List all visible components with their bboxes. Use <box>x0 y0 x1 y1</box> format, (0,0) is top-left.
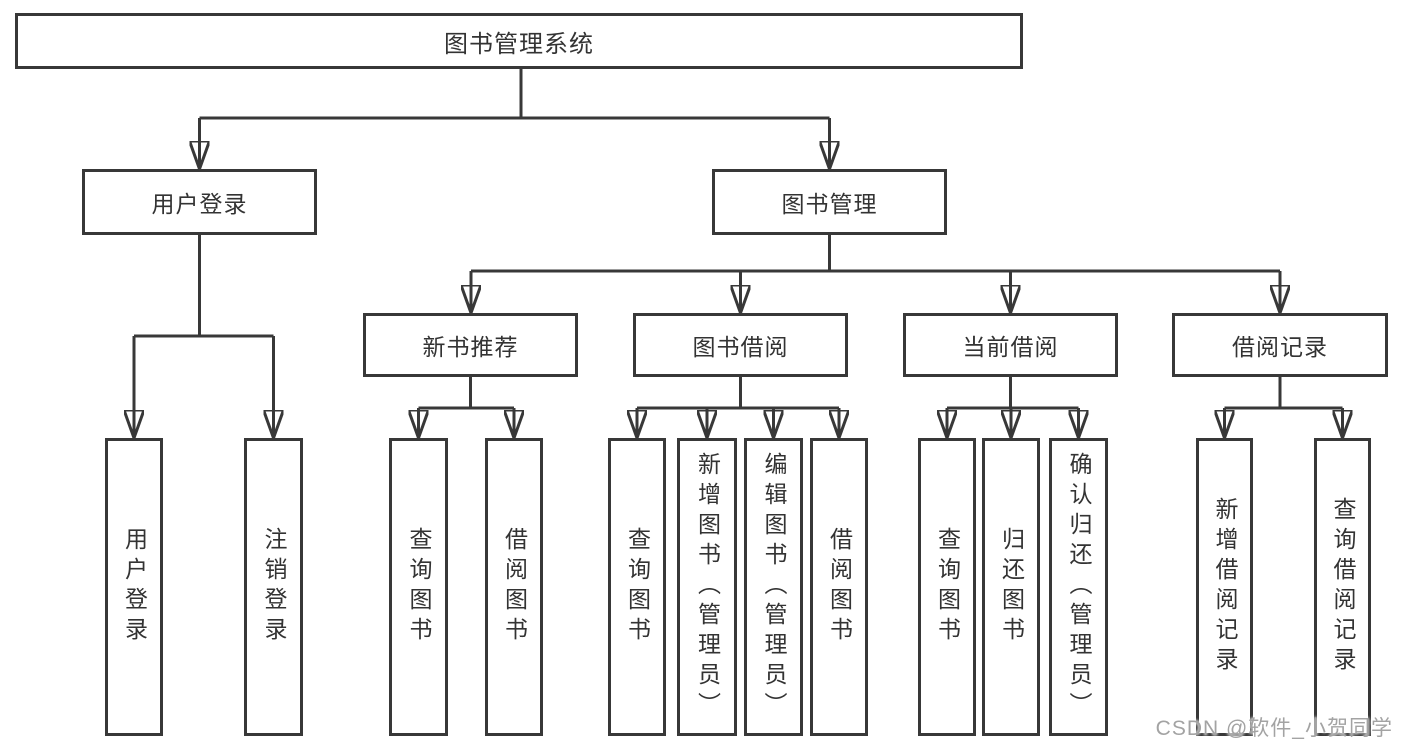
connector-borrow-records <box>1225 377 1343 437</box>
connector-root <box>200 69 830 168</box>
leaf-query-book-current: 查询图书 <box>918 438 976 736</box>
node-current-borrow: 当前借阅 <box>903 313 1118 377</box>
leaf-edit-book-admin: 编辑图书（管理员） <box>744 438 803 736</box>
leaf-add-borrow-record: 新增借阅记录 <box>1196 438 1253 736</box>
leaf-user-login-label: 用户登录 <box>121 527 148 647</box>
watermark-text: CSDN @软件_小贺同学 <box>1155 717 1393 740</box>
leaf-add-book-admin-label: 新增图书（管理员） <box>694 452 721 722</box>
leaf-return-book: 归还图书 <box>982 438 1040 736</box>
node-new-book-recommend: 新书推荐 <box>363 313 578 377</box>
node-root-label: 图书管理系统 <box>444 30 594 58</box>
leaf-borrow-book-recommend: 借阅图书 <box>485 438 543 736</box>
connector-book-management <box>471 235 1280 312</box>
leaf-logout: 注销登录 <box>244 438 303 736</box>
node-new-book-recommend-label: 新书推荐 <box>422 334 519 360</box>
leaf-confirm-return-admin: 确认归还（管理员） <box>1049 438 1108 736</box>
leaf-query-book-borrow-label: 查询图书 <box>624 527 651 647</box>
leaf-add-borrow-record-label: 新增借阅记录 <box>1212 497 1238 677</box>
leaf-edit-book-admin-label: 编辑图书（管理员） <box>761 452 787 722</box>
connector-new-book-recommend <box>419 377 515 437</box>
node-user-login: 用户登录 <box>82 169 317 235</box>
node-borrow-records: 借阅记录 <box>1172 313 1388 377</box>
connector-current-borrow <box>947 377 1079 437</box>
leaf-borrow-book-recommend-label: 借阅图书 <box>501 527 528 647</box>
leaf-query-book-recommend-label: 查询图书 <box>406 527 432 647</box>
leaf-borrow-book: 借阅图书 <box>810 438 868 736</box>
leaf-logout-label: 注销登录 <box>261 527 287 647</box>
leaf-add-book-admin: 新增图书（管理员） <box>677 438 737 736</box>
connector-book-borrow <box>637 377 839 437</box>
leaf-confirm-return-admin-label: 确认归还（管理员） <box>1066 452 1092 722</box>
node-book-borrow-label: 图书借阅 <box>692 334 789 360</box>
node-book-borrow: 图书借阅 <box>633 313 848 377</box>
leaf-query-borrow-record: 查询借阅记录 <box>1314 438 1371 736</box>
node-user-login-label: 用户登录 <box>151 191 248 217</box>
node-current-borrow-label: 当前借阅 <box>962 334 1059 360</box>
node-book-management-label: 图书管理 <box>781 191 878 217</box>
leaf-return-book-label: 归还图书 <box>998 527 1025 647</box>
leaf-query-book-current-label: 查询图书 <box>934 527 961 647</box>
leaf-user-login: 用户登录 <box>105 438 163 736</box>
node-borrow-records-label: 借阅记录 <box>1232 334 1328 360</box>
leaf-borrow-book-label: 借阅图书 <box>826 527 853 647</box>
connector-user-login <box>134 235 274 437</box>
node-root: 图书管理系统 <box>15 13 1023 69</box>
leaf-query-book-borrow: 查询图书 <box>608 438 666 736</box>
leaf-query-book-recommend: 查询图书 <box>389 438 448 736</box>
node-book-management: 图书管理 <box>712 169 947 235</box>
leaf-query-borrow-record-label: 查询借阅记录 <box>1330 497 1356 677</box>
